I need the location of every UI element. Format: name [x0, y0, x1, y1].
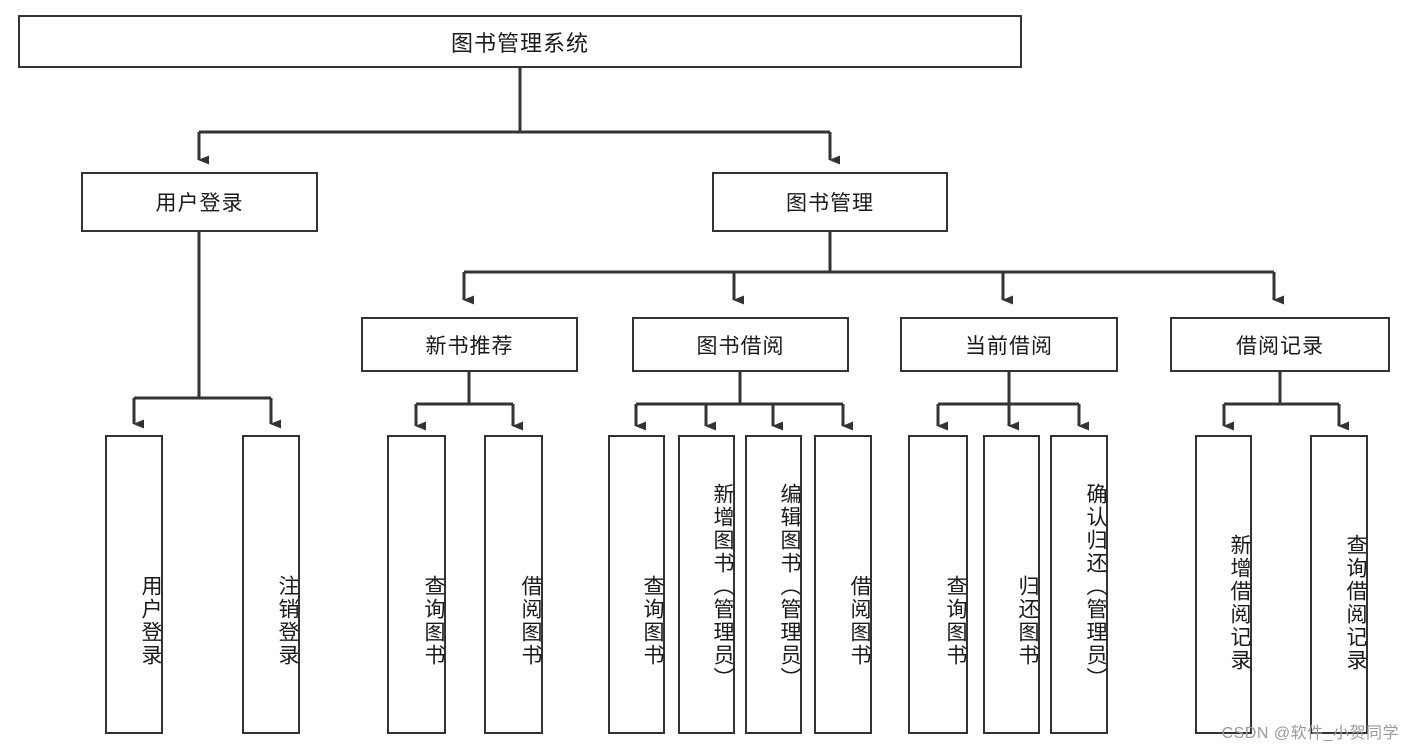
- node-label: 新增借阅记录: [1228, 533, 1251, 672]
- node-label: 借阅图书: [848, 574, 871, 667]
- leaf-add-borrow-record[interactable]: 新增借阅记录: [1195, 435, 1252, 734]
- node-borrow-record[interactable]: 借阅记录: [1170, 317, 1390, 372]
- leaf-user-login[interactable]: 用户登录: [105, 435, 163, 734]
- leaf-logout-login[interactable]: 注销登录: [242, 435, 300, 734]
- csdn-watermark: CSDN @软件_小贺同学: [1221, 725, 1399, 742]
- leaf-add-book-admin[interactable]: 新增图书（管理员）: [678, 435, 735, 734]
- node-label: 图书借阅: [696, 334, 785, 358]
- leaf-borrow-book-new-recommend[interactable]: 借阅图书: [484, 435, 543, 734]
- leaf-borrow-book-borrow[interactable]: 借阅图书: [814, 435, 872, 734]
- leaf-query-book-new-recommend[interactable]: 查询图书: [387, 435, 446, 734]
- node-label: 查询借阅记录: [1344, 533, 1367, 672]
- node-new-book-recommend[interactable]: 新书推荐: [361, 317, 578, 372]
- node-label: 查询图书: [641, 574, 664, 667]
- node-label: 借阅记录: [1236, 334, 1324, 358]
- node-label: 新增图书（管理员）: [711, 483, 734, 690]
- node-current-borrow[interactable]: 当前借阅: [900, 317, 1118, 372]
- node-label: 归还图书: [1016, 574, 1039, 667]
- node-user-login[interactable]: 用户登录: [81, 172, 318, 232]
- node-label: 查询图书: [944, 574, 967, 667]
- leaf-query-book-borrow[interactable]: 查询图书: [608, 435, 665, 734]
- leaf-return-book[interactable]: 归还图书: [983, 435, 1040, 734]
- node-label: 注销登录: [276, 574, 299, 667]
- node-book-borrow[interactable]: 图书借阅: [632, 317, 849, 372]
- leaf-query-borrow-record[interactable]: 查询借阅记录: [1310, 435, 1368, 734]
- node-label: 当前借阅: [965, 334, 1053, 358]
- leaf-query-book-current[interactable]: 查询图书: [908, 435, 968, 734]
- node-label: 编辑图书（管理员）: [778, 483, 801, 690]
- node-label: 用户登录: [155, 192, 244, 215]
- node-label: 借阅图书: [519, 574, 542, 667]
- leaf-confirm-return-admin[interactable]: 确认归还（管理员）: [1050, 435, 1108, 734]
- node-book-management-system[interactable]: 图书管理系统: [18, 15, 1022, 68]
- node-label: 用户登录: [139, 574, 162, 667]
- node-label: 图书管理: [786, 192, 874, 215]
- leaf-edit-book-admin[interactable]: 编辑图书（管理员）: [745, 435, 802, 734]
- node-label: 确认归还（管理员）: [1084, 483, 1107, 690]
- node-label: 图书管理系统: [450, 30, 589, 56]
- node-label: 查询图书: [422, 574, 445, 667]
- node-label: 新书推荐: [425, 334, 514, 358]
- node-book-management[interactable]: 图书管理: [712, 172, 948, 232]
